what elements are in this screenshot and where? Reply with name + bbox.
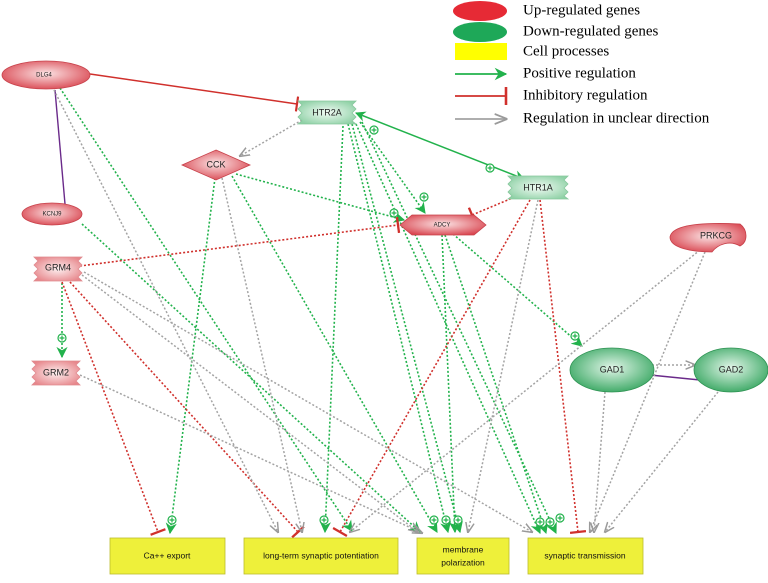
edge-dlg4-kcnj9 xyxy=(54,89,66,205)
node-htr1a-label: HTR1A xyxy=(523,182,553,192)
node-gad1[interactable]: GAD1 xyxy=(569,347,655,393)
legend-positive-label: Positive regulation xyxy=(523,65,636,81)
edge-grm4-synaptic xyxy=(83,271,532,532)
node-htr1a[interactable]: HTR1A xyxy=(506,175,570,200)
legend-unclear-label: Regulation in unclear direction xyxy=(523,110,710,126)
edge-prkcg-synaptic xyxy=(590,251,706,532)
node-dlg4-label: DLG4 xyxy=(36,73,52,79)
edge-gad2-synaptic xyxy=(605,391,719,532)
edge-grm4-adcy xyxy=(79,216,401,267)
edge-grm2-membrane xyxy=(79,374,422,533)
node-gad2-label: GAD2 xyxy=(719,364,744,374)
edge-cck-ltp-unclear xyxy=(221,177,302,532)
node-adcy-label: ADCY xyxy=(434,223,451,229)
edge-cck-ca-export xyxy=(165,177,216,535)
legend-process-swatch xyxy=(455,43,507,60)
edge-htr2a-adcy xyxy=(359,121,426,214)
node-grm2-label: GRM2 xyxy=(43,367,69,377)
edge-grm4-ltp xyxy=(69,281,305,539)
edge-dlg4-htr2a xyxy=(89,73,300,112)
legend-process-label: Cell processes xyxy=(523,43,609,59)
process-membrane-polarization[interactable]: membrane polarization xyxy=(416,537,510,575)
node-prkcg-label: PRKCG xyxy=(700,230,732,240)
edge-gad1-synaptic xyxy=(594,391,606,532)
process-synaptic-transmission[interactable]: synaptic transmission xyxy=(527,537,644,575)
edge-dlg4-ltp xyxy=(59,87,353,532)
node-gad2[interactable]: GAD2 xyxy=(693,347,768,393)
plus-markers xyxy=(57,125,580,527)
edge-grm4-membrane xyxy=(81,274,418,532)
process-membrane-label-1: membrane xyxy=(443,544,484,554)
node-kcnj9[interactable]: KCNJ9 xyxy=(21,202,83,226)
node-htr2a-label: HTR2A xyxy=(312,107,342,117)
edge-kcnj9-membrane xyxy=(81,223,421,533)
edge-htr2a-ltp xyxy=(319,125,344,534)
process-membrane-label-2: polarization xyxy=(441,557,485,567)
node-adcy[interactable]: ADCY xyxy=(399,214,487,236)
edge-htr2a-membrane-b xyxy=(351,123,463,534)
edge-adcy-membrane xyxy=(441,234,461,534)
edge-htr2a-membrane-a xyxy=(347,123,452,534)
process-ca-export-label: Ca++ export xyxy=(144,550,191,560)
node-cck[interactable]: CCK xyxy=(181,149,251,181)
node-grm4[interactable]: GRM4 xyxy=(33,256,83,282)
edge-grm4-ca-export xyxy=(61,281,166,536)
edge-htr1a-membrane xyxy=(468,199,539,532)
edge-adcy-gad1 xyxy=(452,233,583,347)
process-ltp[interactable]: long-term synaptic potentiation xyxy=(243,537,399,575)
node-grm2[interactable]: GRM2 xyxy=(31,360,81,386)
legend: Up-regulated genes Down-regulated genes … xyxy=(453,1,710,126)
edges-layer xyxy=(53,73,719,539)
edge-htr2a-synaptic-a xyxy=(355,123,541,535)
legend-down-swatch xyxy=(453,22,507,42)
node-dlg4[interactable]: DLG4 xyxy=(1,60,91,90)
edge-dlg4-ltp-unclear xyxy=(53,89,278,532)
node-grm4-label: GRM4 xyxy=(45,262,71,272)
node-prkcg[interactable]: PRKCG xyxy=(669,223,747,253)
legend-down-label: Down-regulated genes xyxy=(523,23,659,39)
edge-htr2a-htr1a xyxy=(355,111,525,181)
node-cck-label: CCK xyxy=(206,159,225,169)
node-kcnj9-label: KCNJ9 xyxy=(42,212,62,218)
legend-up-label: Up-regulated genes xyxy=(523,2,640,18)
process-synaptic-label: synaptic transmission xyxy=(544,550,626,560)
legend-inhibitory-label: Inhibitory regulation xyxy=(523,87,648,103)
edge-cck-adcy xyxy=(235,173,406,223)
node-gad1-label: GAD1 xyxy=(600,364,625,374)
edge-adcy-synaptic xyxy=(444,234,549,535)
edge-gad1-gad2 xyxy=(649,374,701,381)
edge-cck-membrane xyxy=(231,175,438,533)
process-ca-export[interactable]: Ca++ export xyxy=(109,537,226,575)
legend-up-swatch xyxy=(453,1,507,21)
edge-prkcg-ltp xyxy=(350,249,701,532)
process-ltp-label: long-term synaptic potentiation xyxy=(263,550,379,560)
node-htr2a[interactable]: HTR2A xyxy=(296,100,358,125)
edge-htr2a-cck xyxy=(240,119,303,156)
